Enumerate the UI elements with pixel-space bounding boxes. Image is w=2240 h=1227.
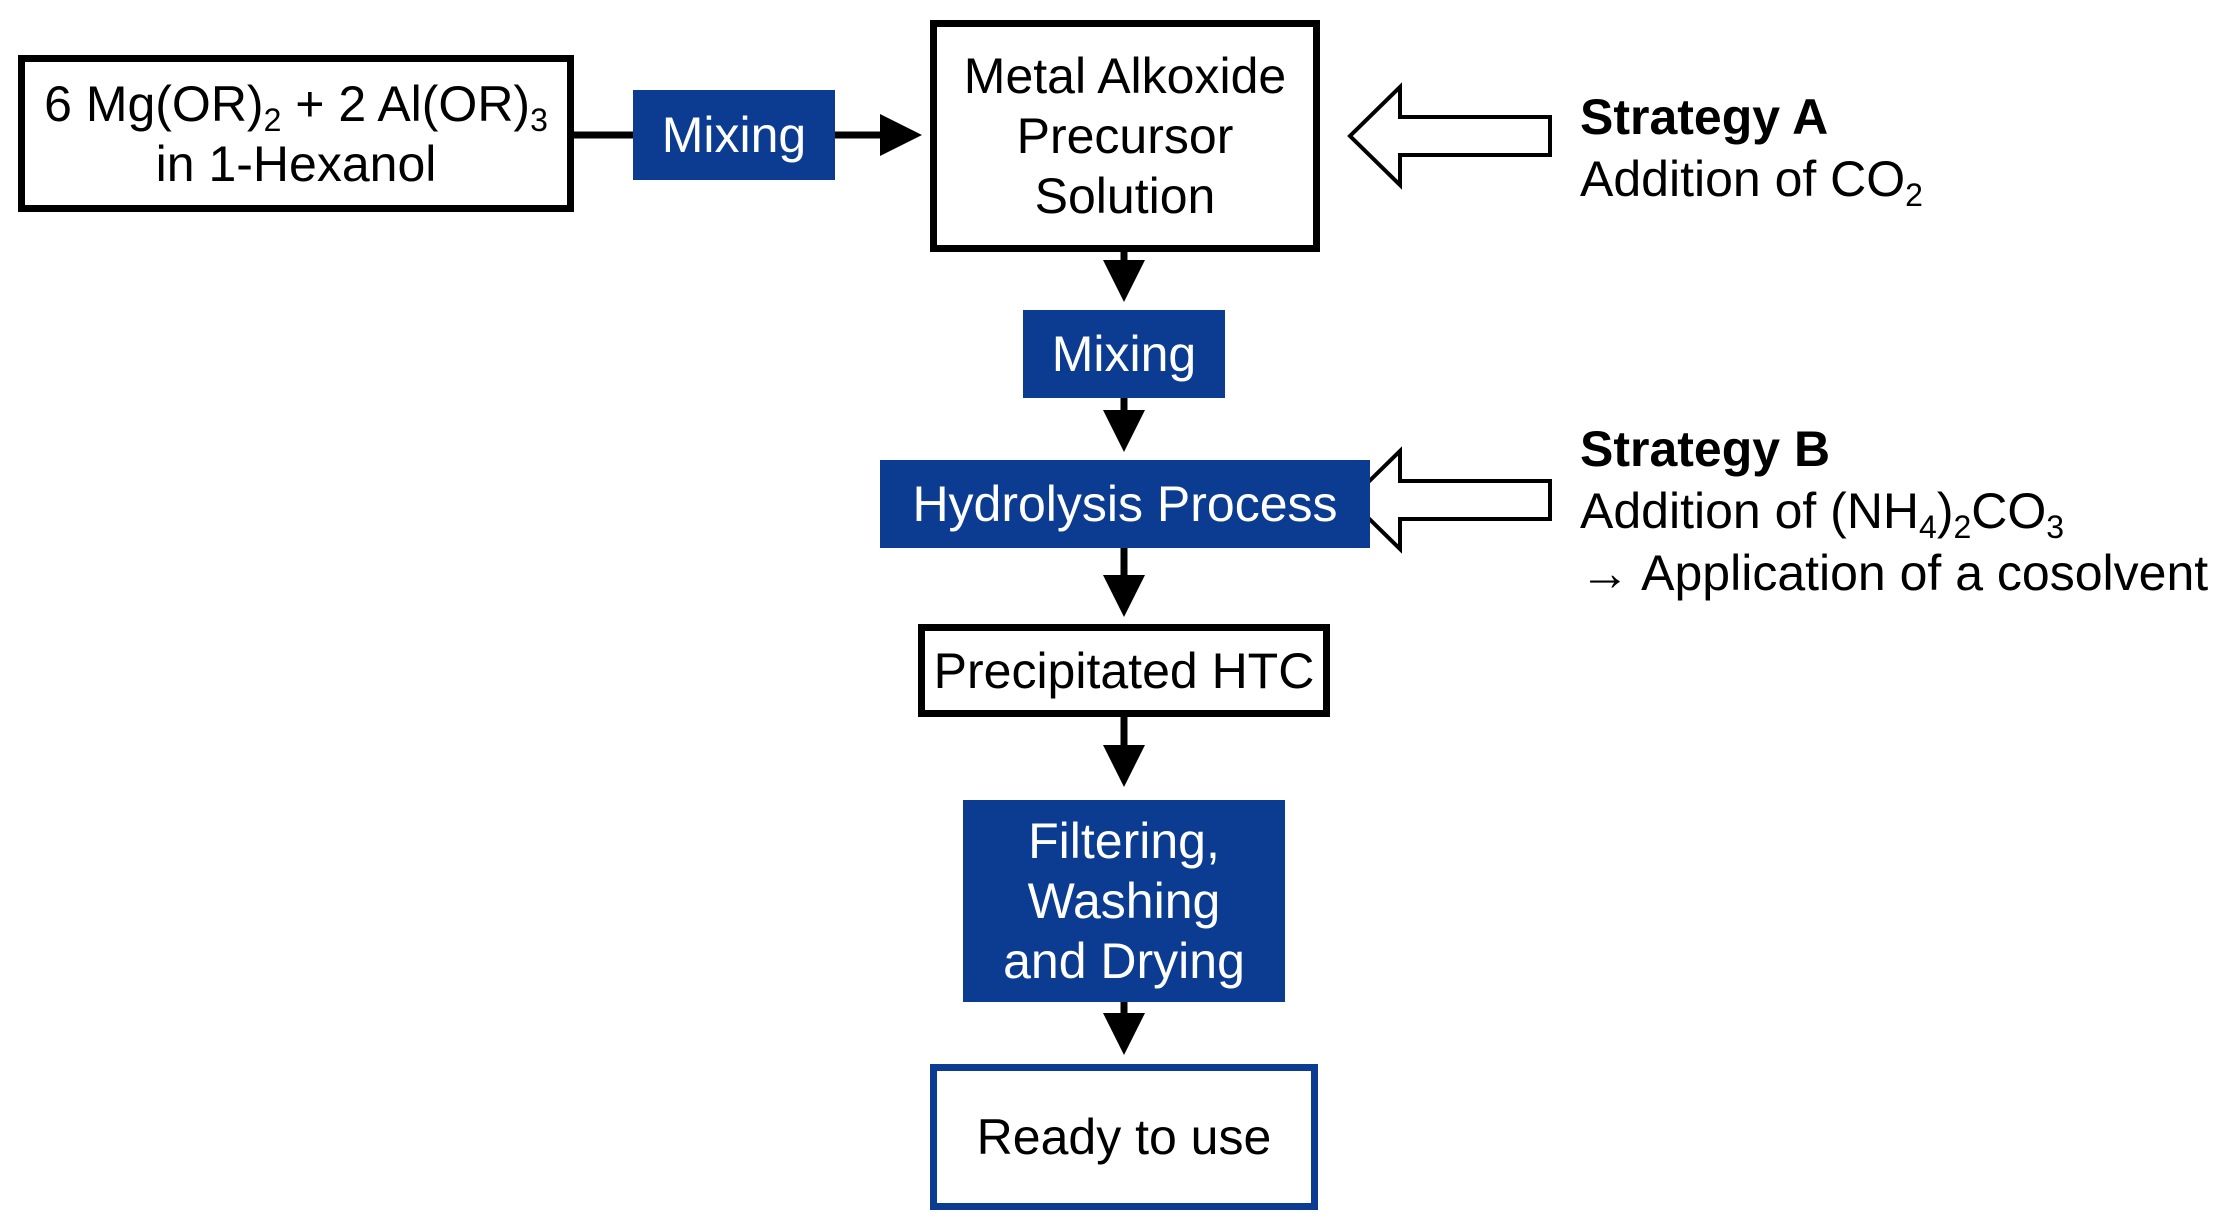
precursor-line-3: Solution bbox=[1034, 168, 1216, 224]
input-reagents-box: 6 Mg(OR)2 + 2 Al(OR)3 in 1-Hexanol bbox=[18, 55, 574, 212]
filtering-line-2: Washing bbox=[1027, 873, 1221, 929]
ready-to-use-box: Ready to use bbox=[930, 1064, 1318, 1210]
strategy-b-cosolvent: → Application of a cosolvent bbox=[1580, 545, 2209, 601]
mixing-step-2: Mixing bbox=[1023, 310, 1225, 398]
filtering-line-1: Filtering, bbox=[1028, 813, 1220, 869]
precursor-solution-box: Metal Alkoxide Precursor Solution bbox=[930, 20, 1320, 252]
filtering-washing-drying-step: Filtering, Washing and Drying bbox=[963, 800, 1285, 1002]
strategy-b-description: Addition of (NH4)2CO3 bbox=[1580, 483, 2065, 545]
input-solvent: in 1-Hexanol bbox=[155, 135, 437, 192]
strategy-a-description: Addition of CO2 bbox=[1580, 151, 1923, 213]
precipitated-htc-box: Precipitated HTC bbox=[918, 624, 1330, 717]
strategy-b-title: Strategy B bbox=[1580, 421, 1831, 477]
precipitated-htc-label: Precipitated HTC bbox=[933, 642, 1315, 699]
input-formula: 6 Mg(OR)2 + 2 Al(OR)3 bbox=[44, 75, 548, 138]
strategy-a-hollow-arrow bbox=[1347, 82, 1552, 190]
strategy-a-title: Strategy A bbox=[1580, 89, 1829, 145]
mixing-step-2-label: Mixing bbox=[1051, 326, 1197, 382]
hydrolysis-process-label: Hydrolysis Process bbox=[912, 476, 1338, 532]
precursor-line-2: Precursor bbox=[1016, 108, 1234, 164]
ready-to-use-label: Ready to use bbox=[976, 1109, 1272, 1165]
filtering-line-3: and Drying bbox=[1003, 933, 1245, 989]
hydrolysis-process-step: Hydrolysis Process bbox=[880, 460, 1370, 548]
precursor-line-1: Metal Alkoxide bbox=[963, 48, 1287, 104]
strategy-a-annotation: Strategy A Addition of CO2 bbox=[1580, 86, 1923, 213]
mixing-step-1: Mixing bbox=[633, 90, 835, 180]
strategy-b-hollow-arrow bbox=[1347, 446, 1552, 554]
strategy-b-annotation: Strategy B Addition of (NH4)2CO3 → Appli… bbox=[1580, 418, 2208, 604]
mixing-step-1-label: Mixing bbox=[661, 107, 807, 163]
